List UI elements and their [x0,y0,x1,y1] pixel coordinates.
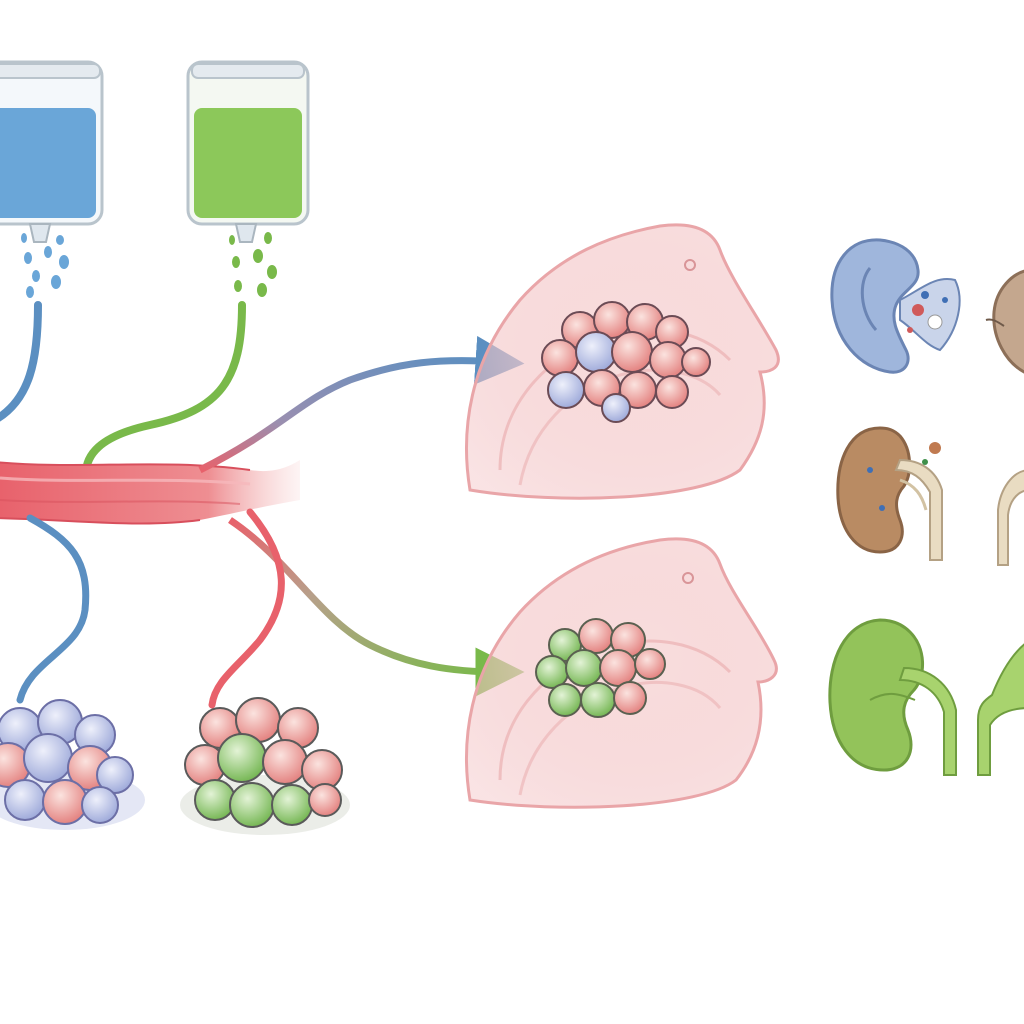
green-tube [81,301,246,482]
red-branch [208,508,285,709]
tumor-upper [541,301,711,423]
cell-cluster-blue [0,699,145,830]
kidney-green-partial-right [977,643,1024,776]
iv-bag-blue-icon [0,60,104,243]
tumor-lower [535,618,666,718]
iv-bag-green-icon [186,60,310,243]
ureter-partial-right [997,469,1024,566]
ear-icon [830,238,961,374]
blood-vessel [0,460,300,525]
blue-tube [0,301,42,422]
blue-branch [16,514,90,704]
organ-partial-top-right [985,269,1024,374]
kidney-icon [836,426,943,561]
blue-delivery-arrow [198,335,525,474]
drip-drops-green [229,232,277,297]
drip-drops-blue [21,233,69,298]
kidney-green-icon [828,618,957,776]
cell-cluster-mixed [180,697,350,835]
